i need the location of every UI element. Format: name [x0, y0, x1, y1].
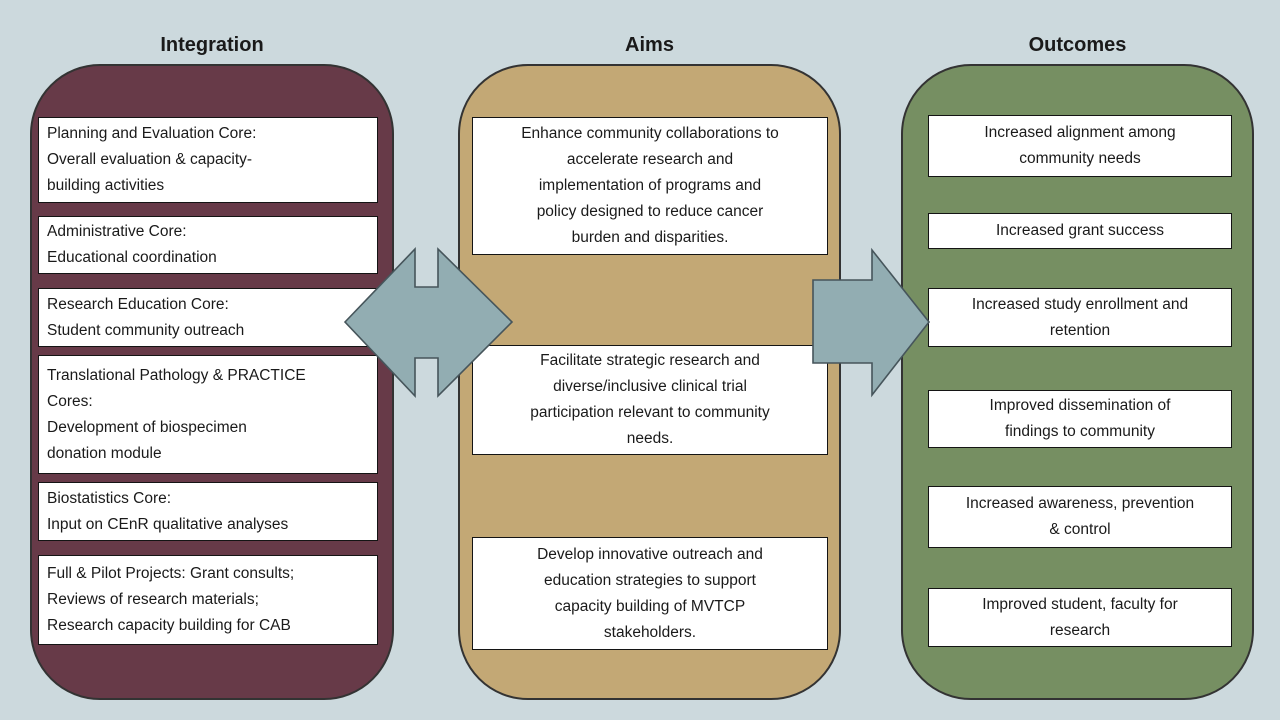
outcomes-box-student-faculty: Improved student, faculty for research [928, 588, 1232, 647]
outcomes-box-alignment: Increased alignment among community need… [928, 115, 1232, 177]
aims-box-1: Enhance community collaborations to acce… [472, 117, 828, 255]
outcomes-box-awareness-prevention: Increased awareness, prevention & contro… [928, 486, 1232, 548]
integration-box-planning-evaluation: Planning and Evaluation Core: Overall ev… [38, 117, 378, 203]
integration-box-full-pilot-projects: Full & Pilot Projects: Grant consults; R… [38, 555, 378, 645]
integration-box-translational-pathology: Translational Pathology & PRACTICE Cores… [38, 355, 378, 474]
outcomes-box-enrollment-retention: Increased study enrollment and retention [928, 288, 1232, 347]
integration-box-biostatistics: Biostatistics Core: Input on CEnR qualit… [38, 482, 378, 541]
integration-box-administrative: Administrative Core: Educational coordin… [38, 216, 378, 274]
outcomes-title: Outcomes [1028, 34, 1127, 56]
integration-title: Integration [160, 34, 264, 56]
aims-box-3: Develop innovative outreach and educatio… [472, 537, 828, 650]
outcomes-box-grant-success: Increased grant success [928, 213, 1232, 249]
aims-box-2: Facilitate strategic research and divers… [472, 345, 828, 455]
integration-box-research-education: Research Education Core: Student communi… [38, 288, 378, 347]
aims-title: Aims [625, 34, 674, 56]
outcomes-box-dissemination: Improved dissemination of findings to co… [928, 390, 1232, 448]
